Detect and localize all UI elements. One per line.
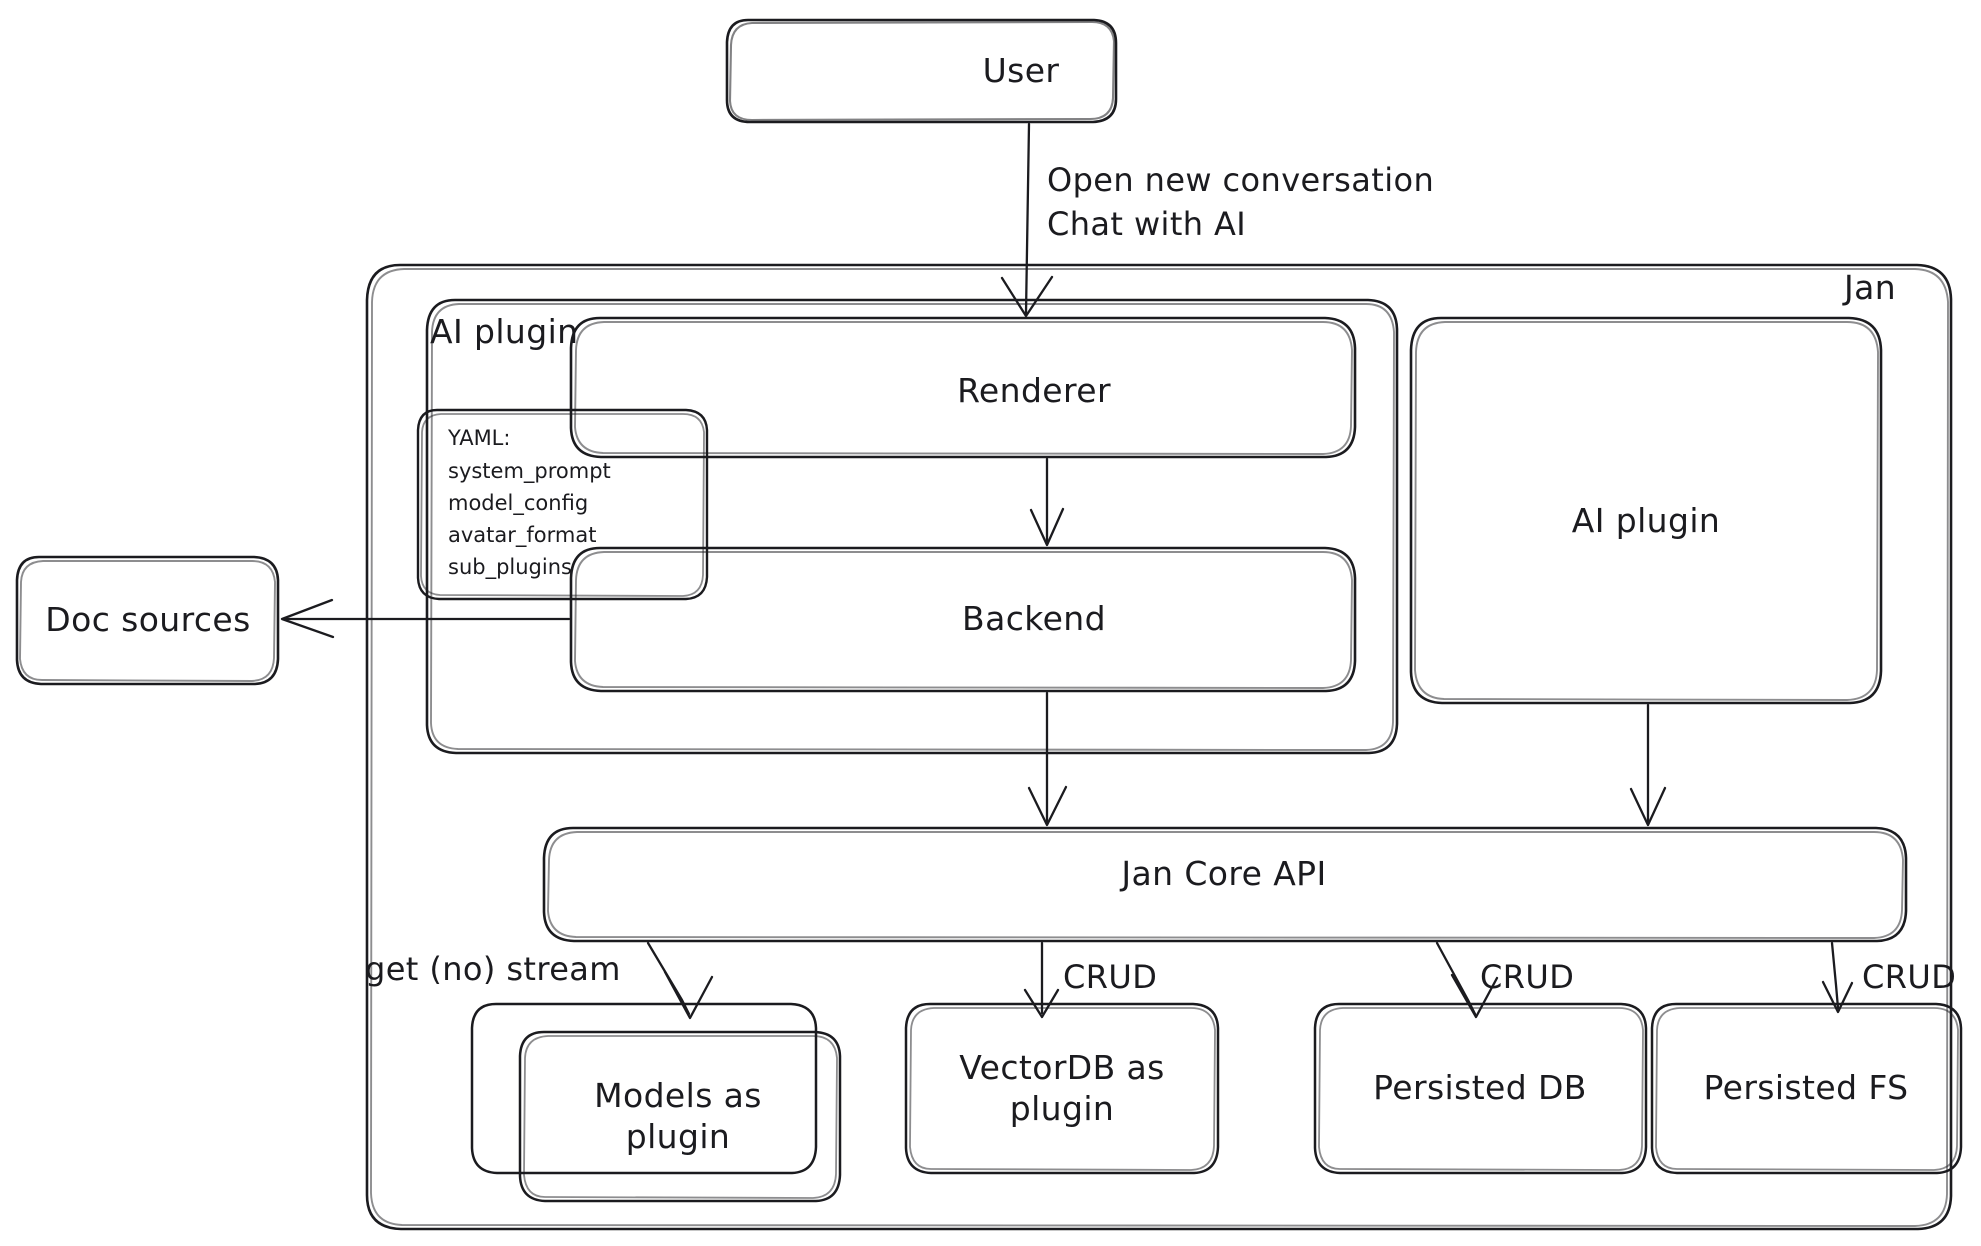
persisted-fs-node-label: Persisted FS [1703,1068,1909,1108]
arrow-ai-plugin-to-core [1629,703,1667,827]
edge-label-core-to-models: get (no) stream [365,950,621,988]
vectordb-as-plugin-node-label: VectorDB as plugin [959,1047,1165,1128]
vectordb-as-plugin-node[interactable] [906,1004,1218,1173]
yaml-card-line-3: avatar_format [448,523,597,547]
edge-label-core-to-persisted-fs: CRUD [1862,958,1957,996]
yaml-card-line-0: YAML: [448,426,511,450]
jan-core-api-node[interactable] [544,828,1906,941]
arrow-core-to-persisted-fs [1821,941,1854,1014]
user-node-label: User [982,51,1060,91]
persisted-db-node[interactable] [1315,1004,1646,1173]
doc-sources-node[interactable] [17,557,278,684]
user-node[interactable] [727,20,1116,122]
renderer-node-label: Renderer [957,371,1111,411]
jan-container-label: Jan [1843,268,1897,307]
models-as-plugin-node-label: Models as plugin [594,1075,762,1156]
arrow-user-to-renderer [1000,122,1054,318]
renderer-node[interactable] [571,318,1355,457]
arrow-renderer-to-backend [1029,457,1065,547]
persisted-fs-node[interactable] [1652,1004,1961,1173]
backend-node[interactable] [571,548,1355,691]
ai-plugin-right-node[interactable] [1411,318,1881,703]
yaml-card-line-4: sub_plugins [448,555,572,579]
edge-label-core-to-vectordb: CRUD [1063,958,1158,996]
persisted-db-node-label: Persisted DB [1373,1068,1587,1108]
arrow-backend-to-core [1027,691,1068,827]
models-as-plugin-node[interactable] [520,1032,840,1201]
ai-plugin-group-label: AI plugin [430,312,579,351]
backend-node-label: Backend [962,599,1106,639]
arrow-backend-to-doc-sources [280,598,571,639]
edge-label-core-to-persisted-db: CRUD [1480,958,1575,996]
doc-sources-node-label: Doc sources [45,600,251,640]
ai-plugin-right-node-label: AI plugin [1571,501,1721,541]
edge-label-user-to-renderer: Open new conversation Chat with AI [1047,161,1435,244]
yaml-card-line-2: model_config [448,491,589,515]
yaml-card-line-1: system_prompt [448,459,611,483]
arrow-core-to-models [646,941,714,1020]
jan-core-api-node-label: Jan Core API [1121,854,1327,894]
